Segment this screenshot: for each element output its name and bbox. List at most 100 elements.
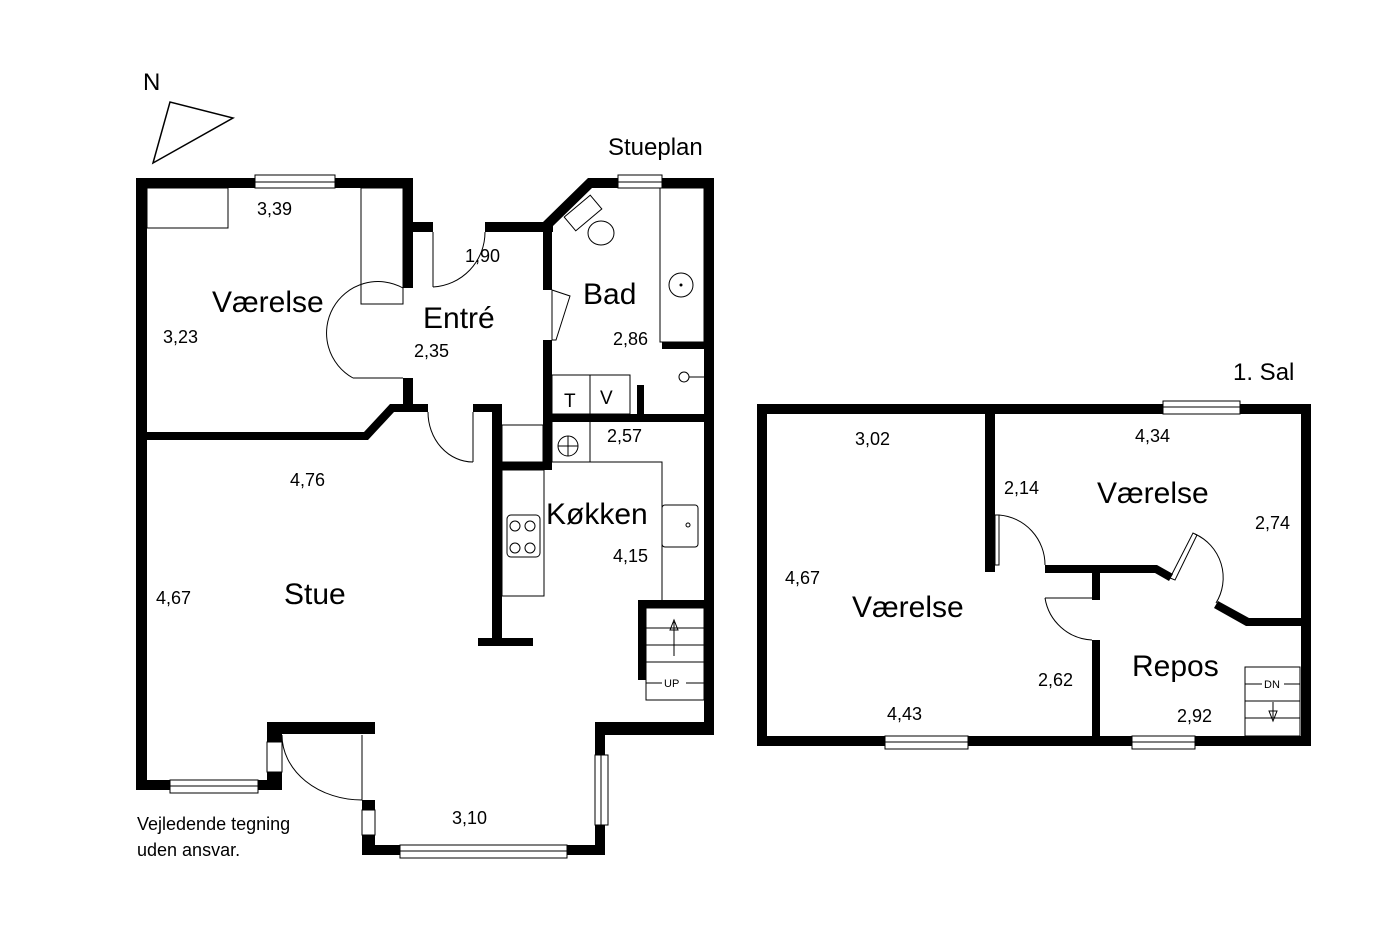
stove-icon: [506, 514, 541, 558]
wall: [595, 722, 605, 755]
room-name: Værelse: [1097, 477, 1209, 510]
wall: [968, 736, 1132, 746]
wall: [403, 378, 413, 412]
plan-line: [509, 520, 521, 532]
plan-line: [509, 542, 521, 554]
wall: [595, 825, 605, 855]
plan-line: [544, 461, 663, 500]
plan-line: [326, 281, 404, 379]
ground-floor-plan: Stueplan: [136, 134, 714, 859]
plan-line: [645, 607, 705, 701]
room-name: Entré: [423, 302, 495, 335]
room-dimension: 2,35: [414, 341, 449, 361]
wall: [543, 222, 552, 290]
plan-line: [551, 374, 631, 415]
room-dimension: 4,34: [1135, 426, 1170, 446]
disclaimer-note: Vejledende tegning uden ansvar.: [137, 814, 290, 860]
wall: [485, 222, 548, 232]
first-floor-walls: [757, 404, 1311, 746]
plan-line: [146, 187, 229, 229]
toilet-icon: [563, 194, 603, 232]
plan-line: [281, 734, 363, 801]
wall: [543, 340, 552, 470]
first-floor-windows: [884, 400, 1241, 750]
stairs: DN: [1244, 666, 1301, 737]
wall: [362, 845, 400, 855]
north-label: N: [143, 69, 160, 96]
plan-line: [1044, 597, 1093, 641]
plan-line: [659, 187, 705, 343]
wall: [1195, 736, 1311, 746]
wall: [1240, 404, 1311, 414]
wall: [637, 385, 644, 415]
wall: [567, 845, 605, 855]
room-name: Bad: [583, 278, 636, 311]
plan-line: [524, 520, 536, 532]
plan-line: [1268, 710, 1278, 723]
ground-floor-labels: Værelse 3,39 3,23 Entré 1,90 2,35 Bad 2,…: [156, 199, 648, 828]
room-dimension: 4,67: [156, 588, 191, 608]
wall: [403, 222, 433, 232]
wall: [492, 404, 502, 646]
washer-label: V: [600, 388, 613, 409]
room-dimension: 2,62: [1038, 670, 1073, 690]
room-dimension: 2,14: [1004, 478, 1039, 498]
ground-floor-title: Stueplan: [608, 134, 703, 161]
room-dimension: 3,39: [257, 199, 292, 219]
wall: [1092, 640, 1100, 746]
sink-icon: [668, 272, 694, 298]
wall: [267, 722, 375, 734]
wall: [662, 178, 714, 188]
plan-line: [524, 542, 536, 554]
wall: [146, 404, 428, 440]
first-floor-title: 1. Sal: [1233, 359, 1294, 386]
wall: [638, 600, 646, 680]
plan-line: [1262, 678, 1284, 690]
room-name: Stue: [284, 578, 346, 611]
stairs-down-label: DN: [1264, 679, 1280, 691]
plan-line: [427, 411, 474, 463]
wall: [595, 722, 714, 735]
disclaimer-line: uden ansvar.: [137, 840, 240, 860]
room-dimension: 2,92: [1177, 706, 1212, 726]
plan-line: [587, 220, 615, 246]
wall: [136, 780, 170, 790]
wall: [757, 404, 1163, 414]
room-dimension: 4,43: [887, 704, 922, 724]
plan-line: [501, 424, 544, 463]
wall: [1214, 601, 1311, 626]
room-dimension: 4,76: [290, 470, 325, 490]
stairs-up-label: UP: [664, 678, 679, 690]
room-dimension: 2,74: [1255, 513, 1290, 533]
wall: [1092, 565, 1100, 600]
ground-floor-doors: [281, 231, 571, 801]
wall: [1301, 404, 1311, 746]
plan-line: [1194, 533, 1224, 604]
wall: [362, 800, 375, 810]
wall: [662, 342, 714, 349]
ground-floor-windows: [169, 174, 663, 859]
room-name: Værelse: [212, 286, 324, 319]
wall: [403, 178, 413, 288]
room-dimension: 4,15: [613, 546, 648, 566]
plan-line: [994, 514, 1000, 566]
room-dimension: 4,67: [785, 568, 820, 588]
kitchen-sink-icon: [661, 504, 699, 548]
wall: [473, 404, 502, 412]
ground-floor-walls: [136, 178, 714, 855]
room-name: Køkken: [546, 498, 648, 531]
wall: [704, 178, 714, 735]
plan-line: [432, 231, 486, 288]
wall: [492, 462, 552, 470]
wall: [985, 404, 995, 572]
room-dimension: 2,57: [607, 426, 642, 446]
plan-line: [1169, 532, 1198, 581]
wall: [136, 178, 147, 790]
wall: [638, 600, 714, 608]
dryer-label: T: [564, 391, 576, 412]
plan-line: [669, 618, 679, 631]
wall: [543, 178, 598, 232]
wall: [757, 404, 767, 746]
wall: [335, 178, 413, 188]
